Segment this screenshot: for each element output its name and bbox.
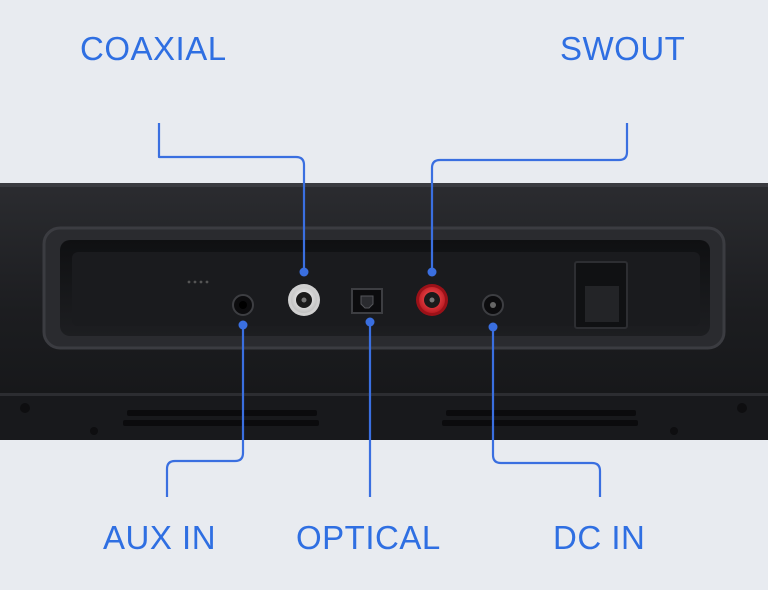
- screw-hole: [670, 427, 678, 435]
- swout-port-icon: [416, 284, 448, 316]
- dc-port-icon: [482, 294, 504, 316]
- left-vent: [123, 410, 319, 426]
- coaxial-leader-dot: [299, 267, 309, 277]
- swout-leader-line: [430, 123, 629, 270]
- coaxial-leader-line: [157, 123, 306, 270]
- screw-hole: [737, 403, 747, 413]
- port-panel: [42, 226, 726, 350]
- coaxial-label: COAXIAL: [80, 30, 227, 67]
- aux-port-icon: [232, 294, 254, 316]
- dc-leader-line: [491, 327, 602, 497]
- aux-leader-line: [165, 327, 245, 497]
- optical-port-icon: [351, 288, 383, 314]
- dc-in-label: DC IN: [553, 519, 646, 556]
- screw-hole: [20, 403, 30, 413]
- dc-leader-dot: [488, 322, 498, 332]
- aux-leader-dot: [238, 320, 248, 330]
- swout-leader-dot: [427, 267, 437, 277]
- optical-label: OPTICAL: [296, 519, 441, 556]
- coaxial-port-icon: [288, 284, 320, 316]
- optical-leader-dot: [365, 317, 375, 327]
- screw-hole: [90, 427, 98, 435]
- swout-label: SWOUT: [560, 30, 686, 67]
- aux-in-label: AUX IN: [103, 519, 217, 556]
